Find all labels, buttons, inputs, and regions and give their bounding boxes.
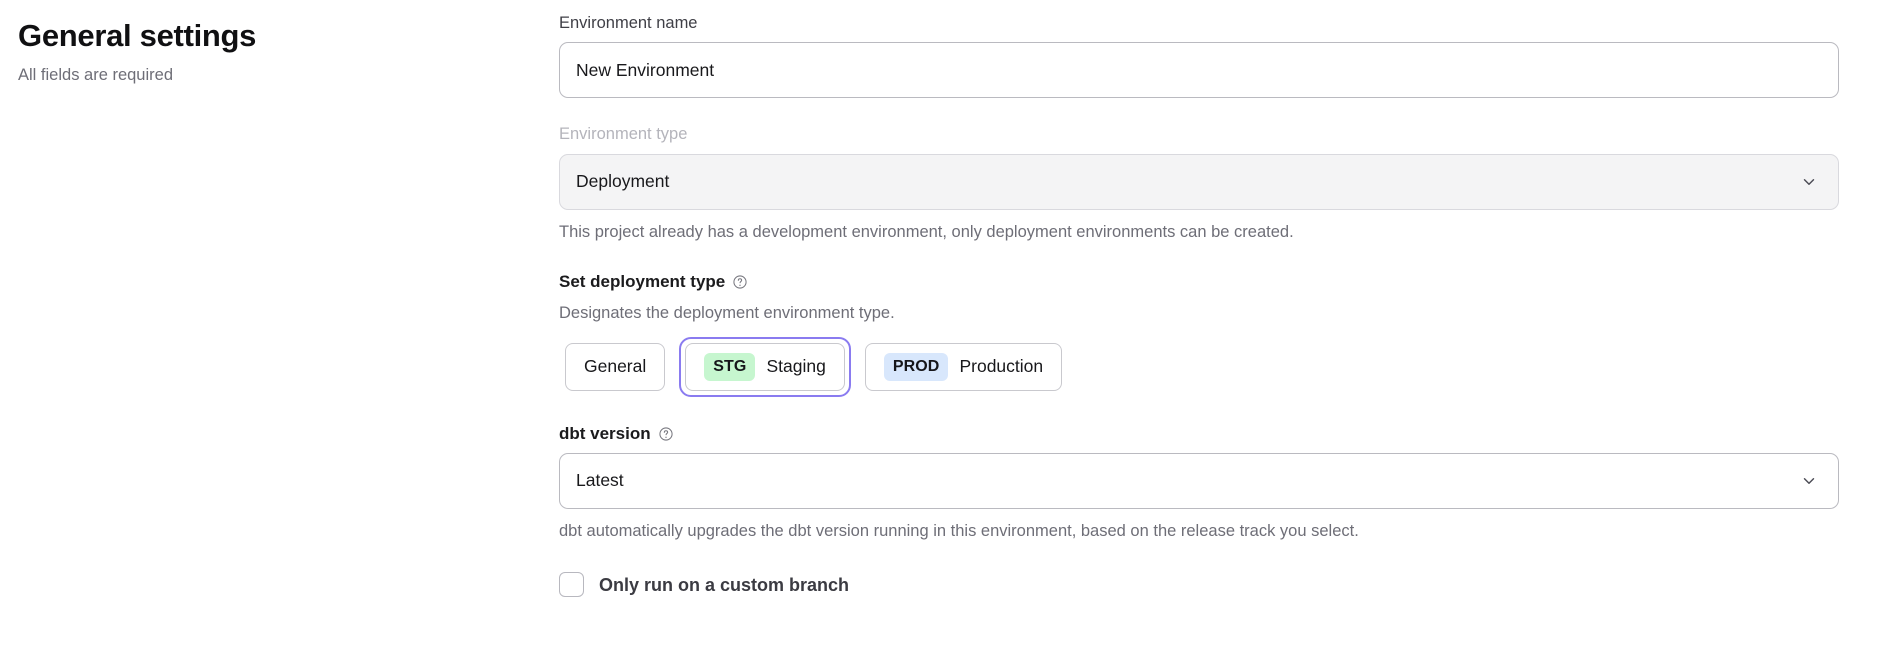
environment-type-helper-text: This project already has a development e… xyxy=(559,222,1294,241)
deployment-type-option-general-wrapper: General xyxy=(559,337,671,397)
deployment-type-option-production-wrapper: PROD Production xyxy=(859,337,1068,397)
dbt-version-helper-text: dbt automatically upgrades the dbt versi… xyxy=(559,521,1359,540)
staging-badge: STG xyxy=(704,352,756,381)
question-circle-icon[interactable] xyxy=(732,274,748,290)
deployment-type-field-group: Set deployment type Designates the deplo… xyxy=(559,271,1839,397)
custom-branch-label[interactable]: Only run on a custom branch xyxy=(599,574,850,595)
dbt-version-label-row: dbt version xyxy=(559,423,674,445)
deployment-type-label: Set deployment type xyxy=(559,272,726,292)
deployment-type-option-staging-wrapper: STG Staging xyxy=(679,336,851,397)
page-header: General settings All fields are required xyxy=(18,18,518,86)
environment-name-label: Environment name xyxy=(559,14,698,32)
dbt-version-select[interactable]: Latest xyxy=(559,452,1839,509)
custom-branch-row: Only run on a custom branch xyxy=(559,572,1839,598)
chevron-down-icon xyxy=(1800,173,1818,191)
question-circle-icon[interactable] xyxy=(658,426,674,442)
deployment-type-description: Designates the deployment environment ty… xyxy=(559,304,895,323)
dbt-version-field-group: dbt version Latest dbt automatica xyxy=(559,423,1839,542)
dbt-version-value: Latest xyxy=(576,470,624,491)
environment-type-field-group: Environment type Deployment This project… xyxy=(559,124,1839,243)
environment-name-field-group: Environment name New Environment xyxy=(559,13,1839,99)
deployment-type-option-production-label: Production xyxy=(959,355,1044,376)
environment-type-select[interactable]: Deployment xyxy=(559,153,1839,210)
custom-branch-checkbox[interactable] xyxy=(559,572,584,598)
deployment-type-option-staging-label: Staging xyxy=(766,355,826,376)
environment-type-value: Deployment xyxy=(576,171,670,192)
settings-form: Environment name New Environment Environ… xyxy=(559,13,1839,598)
deployment-type-option-general-label: General xyxy=(584,355,647,376)
deployment-type-option-production[interactable]: PROD Production xyxy=(864,342,1063,391)
deployment-type-option-general[interactable]: General xyxy=(565,342,666,391)
environment-name-input-wrapper[interactable]: New Environment xyxy=(559,42,1839,99)
chevron-down-icon xyxy=(1800,472,1818,490)
environment-name-input[interactable]: New Environment xyxy=(576,59,715,80)
page-title: General settings xyxy=(18,18,257,53)
dbt-version-label: dbt version xyxy=(559,423,651,443)
production-badge: PROD xyxy=(883,352,949,381)
deployment-type-label-row: Set deployment type xyxy=(559,271,748,293)
environment-type-label: Environment type xyxy=(559,125,688,144)
page-subtitle: All fields are required xyxy=(18,65,173,84)
deployment-type-segmented-control: General STG Staging PROD Production xyxy=(559,336,1839,397)
deployment-type-option-staging[interactable]: STG Staging xyxy=(685,342,845,391)
